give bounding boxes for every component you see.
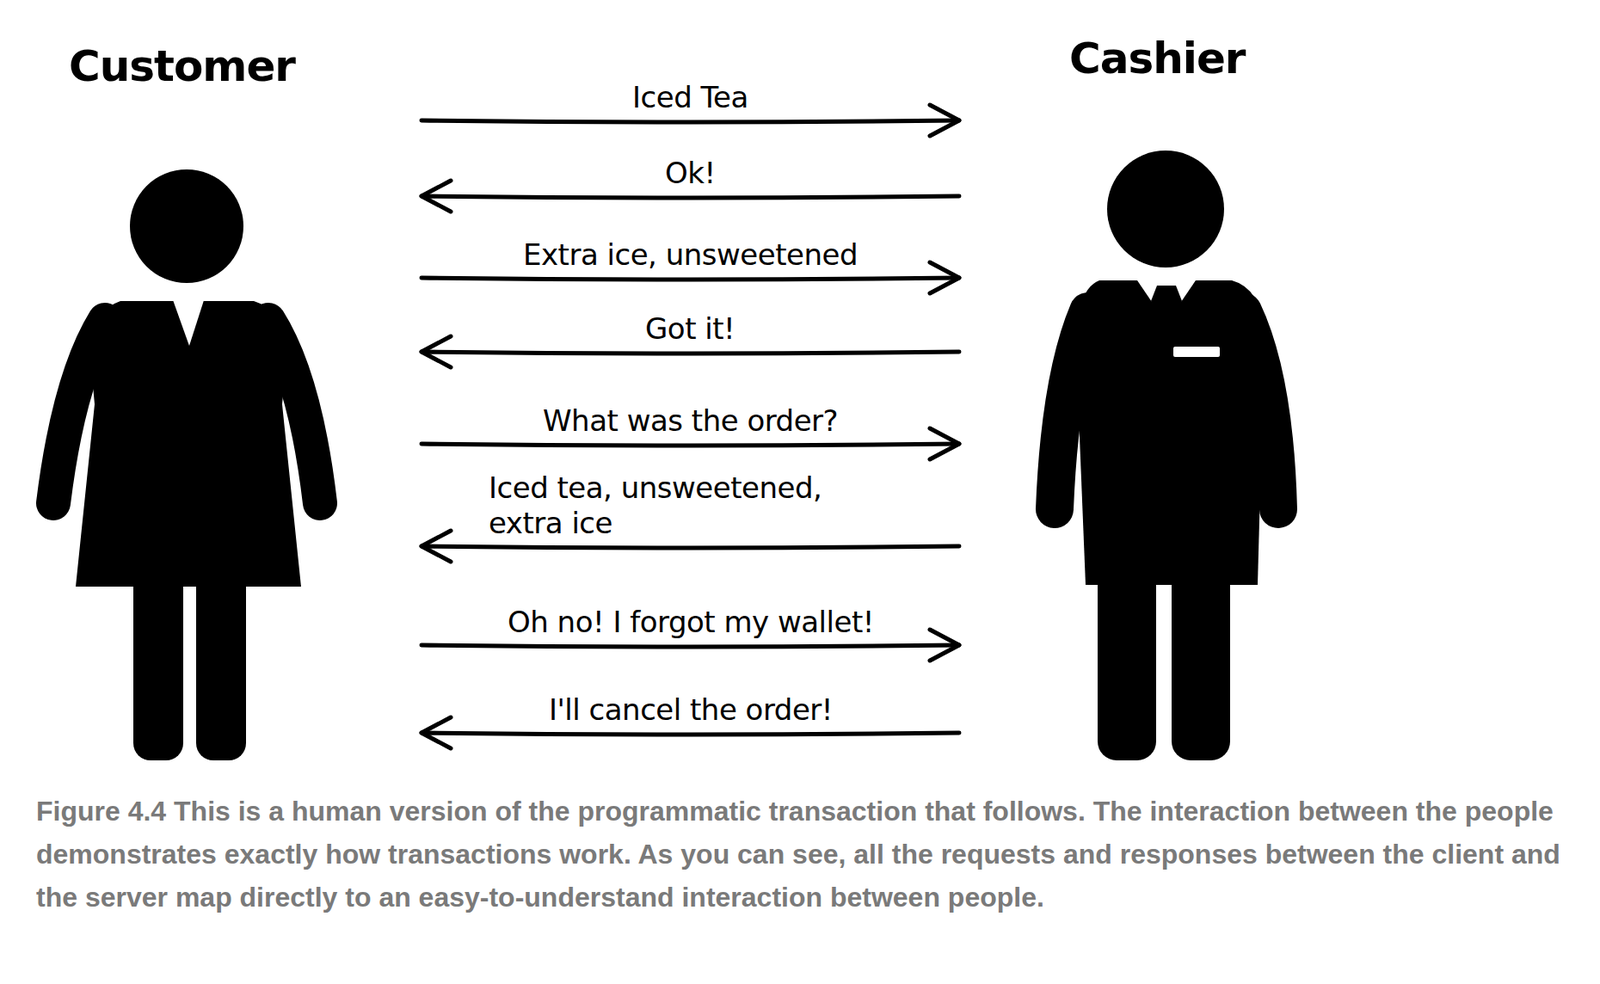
tie [1150,285,1182,336]
arrow-line [421,645,960,647]
person-node: Cashier [959,30,1304,766]
arrow-line [421,196,960,198]
neckline [172,297,205,346]
arrow-line [421,120,960,123]
torso [1075,280,1265,585]
arrowhead [929,104,960,136]
arrow-line [421,443,960,446]
person-illustration [959,30,1304,766]
leg [196,567,247,761]
arrowhead [421,180,451,212]
message-label: Ok! [661,155,720,191]
leg [1171,559,1231,761]
arrow-line [421,546,960,548]
figure-caption: Figure 4.4 This is a human version of th… [36,789,1568,919]
message-label: Iced Tea [628,80,752,116]
leg [133,567,184,761]
arrowhead [421,336,451,368]
person-label: Customer [68,41,296,92]
arrow-line [421,732,960,735]
person-illustration [34,34,422,766]
cashier-figure [1054,150,1279,761]
arrowhead [421,717,451,749]
arrowhead [929,428,960,460]
arrowhead [929,262,960,294]
arrow-line [421,277,960,280]
head [1107,150,1225,268]
message-label: Extra ice, unsweetened [519,237,862,273]
head [129,169,244,284]
message-label: Oh no! I forgot my wallet! [504,604,878,640]
customer-figure [53,169,320,761]
message-label: Got it! [641,311,739,347]
arrowhead [421,530,451,562]
leg [1097,559,1157,761]
message-label: I'll cancel the order! [545,692,837,728]
arrowhead [929,629,960,661]
dress [75,301,302,587]
person-label: Cashier [1069,33,1246,84]
name-badge [1173,346,1220,357]
arrow-line [421,351,960,354]
message-label: What was the order? [539,403,842,439]
person-node: Customer [34,34,422,766]
message-label: Iced tea, unsweetened, extra ice [485,470,897,542]
